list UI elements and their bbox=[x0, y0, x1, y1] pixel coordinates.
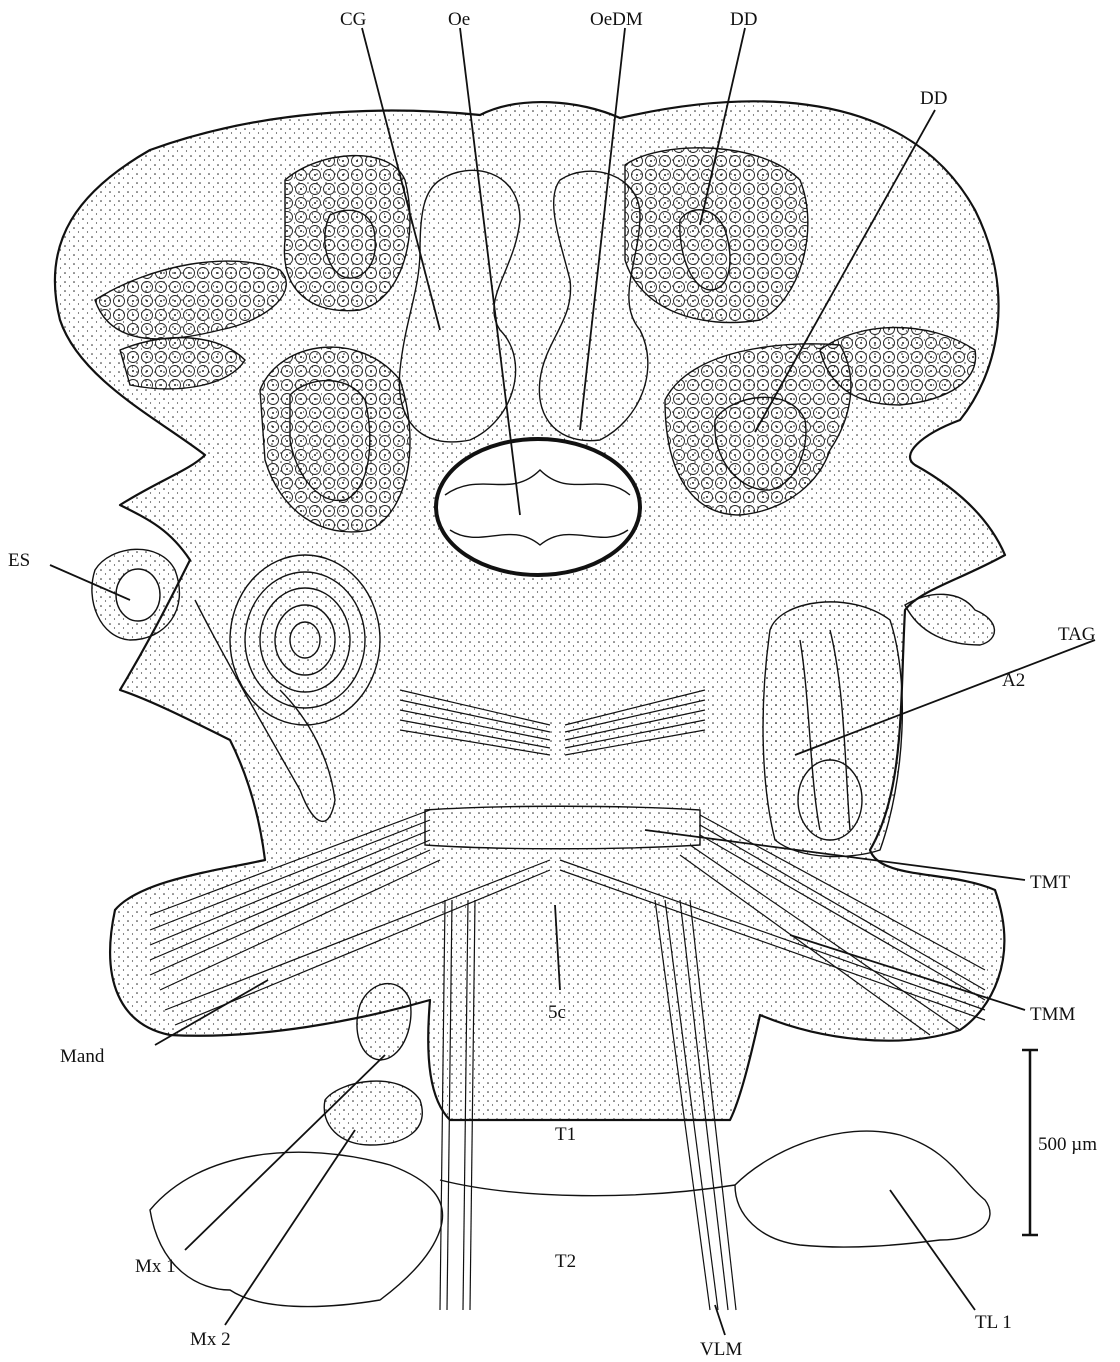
maxilla-2 bbox=[324, 1081, 422, 1145]
scale-bar: 500 µm bbox=[1022, 1050, 1097, 1235]
label-a2: A2 bbox=[1002, 670, 1025, 691]
label-oedm: OeDM bbox=[590, 9, 643, 30]
label-oe: Oe bbox=[448, 9, 470, 30]
label-mx2: Mx 2 bbox=[190, 1329, 231, 1350]
label-tmm: TMM bbox=[1030, 1004, 1076, 1025]
label-mx1: Mx 1 bbox=[135, 1256, 176, 1277]
label-t1: T1 bbox=[555, 1124, 576, 1145]
label-tmt: TMT bbox=[1030, 872, 1071, 893]
label-mand: Mand bbox=[60, 1046, 105, 1067]
maxilla-1 bbox=[357, 984, 411, 1060]
thoracic-limb-left bbox=[150, 1152, 443, 1306]
label-5c: 5c bbox=[548, 1002, 566, 1023]
label-t2: T2 bbox=[555, 1251, 576, 1272]
label-es: ES bbox=[8, 550, 30, 571]
right-gland-cells bbox=[625, 148, 808, 323]
label-tag: TAG bbox=[1058, 624, 1096, 645]
thoracic-limb-right bbox=[735, 1131, 990, 1247]
label-vlm: VLM bbox=[700, 1339, 742, 1360]
oesophagus bbox=[436, 439, 640, 575]
scale-bar-label: 500 µm bbox=[1038, 1134, 1097, 1155]
label-dd-right: DD bbox=[920, 88, 947, 109]
label-tl1: TL 1 bbox=[975, 1312, 1012, 1333]
label-cg: CG bbox=[340, 9, 367, 30]
label-dd-left: DD bbox=[730, 9, 757, 30]
